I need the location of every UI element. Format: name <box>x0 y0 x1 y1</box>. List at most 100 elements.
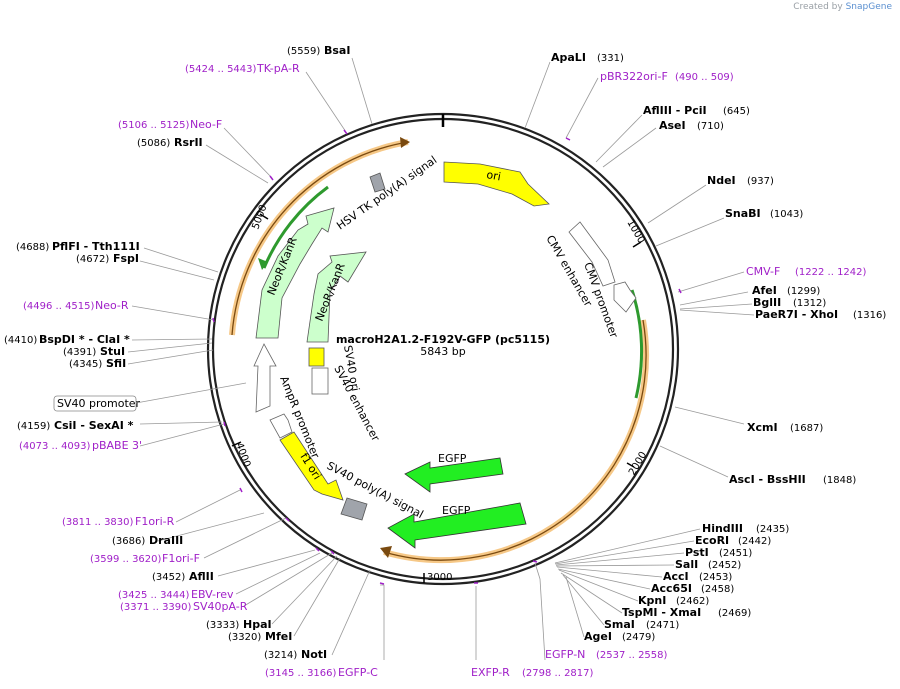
site-smai-pos: (2471) <box>646 620 679 631</box>
site-aflii-pos: (3452) <box>152 572 185 583</box>
orf-arc-gfp-head <box>380 546 392 558</box>
plasmid-size: 5843 bp <box>420 345 465 358</box>
egfp-label-1: EGFP <box>438 452 467 465</box>
site-acci: AccI <box>663 570 689 583</box>
egfp-arrow-1 <box>404 457 504 493</box>
site-draiii: DraIII <box>149 534 183 547</box>
site-tspmi-xmai-pos: (2469) <box>718 608 751 619</box>
site-asci-bsshii: AscI - BssHII <box>729 473 806 486</box>
tick-3000: 3000 <box>427 572 452 583</box>
f1-ori-arrow <box>279 431 344 501</box>
site-sfii: SfiI <box>106 357 126 370</box>
primer-pbabe3: pBABE 3' <box>92 439 142 452</box>
site-kpni-pos: (2462) <box>676 596 709 607</box>
sv40-promoter-label: SV40 promoter <box>57 397 141 410</box>
primer-neo-r: Neo-R <box>95 299 129 312</box>
site-mfei: MfeI <box>265 630 292 643</box>
sv40-ori-box <box>308 347 325 367</box>
site-asei: AseI <box>659 119 686 132</box>
site-draiii-pos: (3686) <box>112 536 145 547</box>
egfp-label-2: EGFP <box>442 504 471 517</box>
site-bspdi-clai: BspDI * - ClaI * <box>39 333 130 346</box>
site-xcmi-pos: (1687) <box>790 423 823 434</box>
site-aflii: AflII <box>189 570 214 583</box>
primer-egfp-n-pos: (2537 .. 2558) <box>596 650 668 661</box>
site-smai: SmaI <box>604 618 635 631</box>
site-pflfi-tth111i: PflFI - Tth111I <box>52 240 140 253</box>
site-psti-pos: (2451) <box>719 548 752 559</box>
site-acc65i-pos: (2458) <box>701 584 734 595</box>
site-apali: ApaLI <box>551 51 586 64</box>
primer-neo-r-pos: (4496 .. 4515) <box>23 301 95 312</box>
site-afei: AfeI <box>752 284 777 297</box>
site-stui: StuI <box>100 345 125 358</box>
tick-marks <box>231 213 642 583</box>
site-fspi: FspI <box>113 252 139 265</box>
site-csii-sexai-pos: (4159) <box>17 421 50 432</box>
snapgene-credit: Created by SnapGene <box>793 2 892 12</box>
site-snabi-pos: (1043) <box>770 209 803 220</box>
primer-f1ori-f-pos: (3599 .. 3620) <box>90 554 162 565</box>
site-mfei-pos: (3320) <box>228 632 261 643</box>
primer-sv40pa-r: SV40pA-R <box>193 600 248 613</box>
primer-ebv-rev-pos: (3425 .. 3444) <box>118 590 190 601</box>
egfp-arrow-2 <box>387 502 527 549</box>
site-sali-pos: (2452) <box>708 560 741 571</box>
primer-exfp-r-pos: (2798 .. 2817) <box>522 668 594 679</box>
site-bglii-pos: (1312) <box>793 298 826 309</box>
neokanr-arrow-inner <box>306 251 367 343</box>
site-asei-pos: (710) <box>697 121 724 132</box>
site-bglii: BglII <box>753 296 781 309</box>
site-snabi: SnaBI <box>725 207 761 220</box>
site-aflIII-pciI: AflIII - PciI <box>643 104 707 117</box>
primer-neo-f-pos: (5106 .. 5125) <box>118 120 190 131</box>
left-leaders <box>127 57 385 660</box>
primer-cmv-f: CMV-F <box>746 265 780 278</box>
site-xcmi: XcmI <box>747 421 778 434</box>
site-bsai-pos: (5559) <box>287 46 320 57</box>
site-psti: PstI <box>685 546 709 559</box>
site-ecori: EcoRI <box>695 534 729 547</box>
site-tspmi-xmai: TspMI - XmaI <box>622 606 701 619</box>
site-csii-sexai: CsiI - SexAI * <box>54 419 134 432</box>
tick-5000: 5000 <box>250 203 269 231</box>
site-hindiii: HindIII <box>702 522 743 535</box>
site-sfii-pos: (4345) <box>69 359 102 370</box>
site-bsai: BsaI <box>324 44 350 57</box>
primer-egfp-c: EGFP-C <box>338 666 378 679</box>
hsv-polya-label: HSV TK poly(A) signal <box>334 153 439 232</box>
site-hindiii-pos: (2435) <box>756 524 789 535</box>
cmv-enhancer-arrow <box>568 221 616 287</box>
ori-arrow <box>443 161 550 207</box>
primer-f1ori-f: F1ori-F <box>162 552 200 565</box>
site-afei-pos: (1299) <box>787 286 820 297</box>
ampr-promoter-arrow-2 <box>253 343 277 413</box>
plasmid-name: macroH2A1.2-F192V-GFP (pc5115) <box>336 333 550 346</box>
site-kpni: KpnI <box>638 594 666 607</box>
primer-sv40pa-r-pos: (3371 .. 3390) <box>120 602 192 613</box>
ori-label: ori <box>485 168 501 183</box>
primer-pbr322ori-f-pos: (490 .. 509) <box>675 72 734 83</box>
primer-pbr322ori-f: pBR322ori-F <box>600 70 668 83</box>
right-leaders <box>475 61 755 661</box>
site-hpai: HpaI <box>243 618 272 631</box>
sv40-polya-box <box>340 497 368 521</box>
orf-arc-neo-head <box>400 137 410 148</box>
primer-tk-pa-r-pos: (5424 .. 5443) <box>185 64 257 75</box>
site-bspdi-clai-pos: (4410) <box>4 335 37 346</box>
primer-ebv-rev: EBV-rev <box>191 588 234 601</box>
green-arc-neo-head <box>258 258 268 270</box>
site-agei: AgeI <box>584 630 612 643</box>
primer-neo-f: Neo-F <box>190 118 222 131</box>
site-aflIII-pciI-pos: (645) <box>723 106 750 117</box>
site-acc65i: Acc65I <box>651 582 692 595</box>
green-arc-neo <box>262 185 329 269</box>
site-rsrii: RsrII <box>174 136 203 149</box>
ampr-promoter-arrow <box>269 413 293 439</box>
primer-egfp-c-pos: (3145 .. 3166) <box>265 668 337 679</box>
site-paer7i-xhoi-pos: (1316) <box>853 310 886 321</box>
site-rsrii-pos: (5086) <box>137 138 170 149</box>
site-stui-pos: (4391) <box>63 347 96 358</box>
primer-exfp-r: EXFP-R <box>471 666 510 679</box>
site-apali-pos: (331) <box>597 53 624 64</box>
